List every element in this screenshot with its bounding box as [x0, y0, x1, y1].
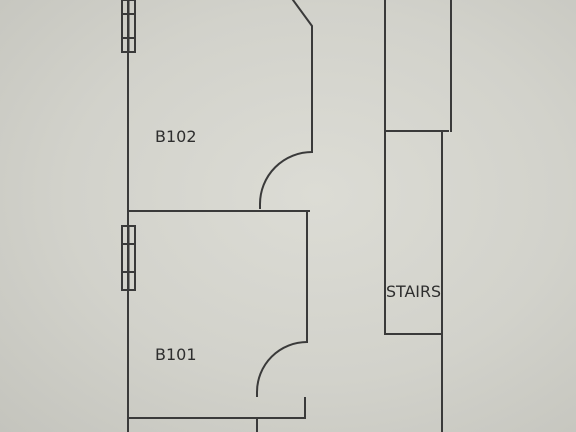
room-label-b102: B102 [155, 127, 197, 146]
window-lower [121, 225, 136, 291]
door-b101 [256, 340, 309, 397]
wall-b101-bottom [127, 397, 306, 419]
room-b102-right-wall [291, 0, 313, 153]
window-upper [121, 0, 136, 53]
stairwell [384, 0, 452, 432]
room-label-b101: B101 [155, 345, 197, 364]
door-b102 [259, 150, 314, 209]
stairs-label: STAIRS [386, 282, 441, 301]
